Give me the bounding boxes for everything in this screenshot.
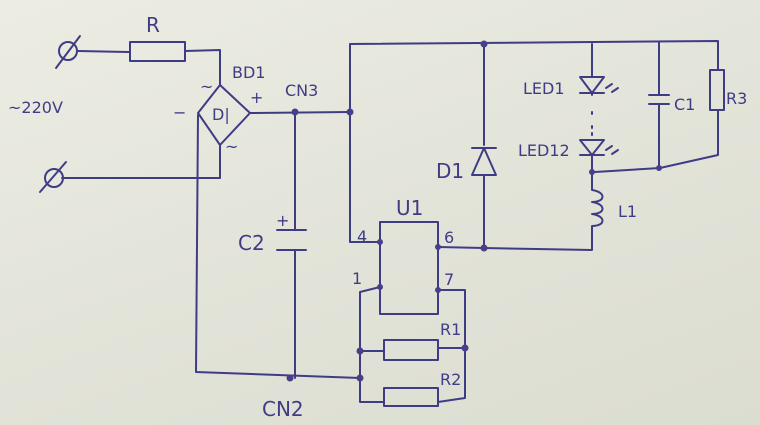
label-c1: C1 <box>674 95 695 114</box>
label-bridge-minus: − <box>173 103 186 122</box>
label-led1: LED1 <box>523 79 565 98</box>
ic-u1 <box>379 221 439 315</box>
label-bridge-ac2: ~ <box>225 137 238 156</box>
label-d1: D1 <box>436 159 464 183</box>
inductor-l1 <box>482 154 604 251</box>
label-led12: LED12 <box>518 141 570 160</box>
capacitor-c2 <box>276 111 307 379</box>
capacitor-c1 <box>648 41 670 169</box>
ac-terminal-top <box>55 35 81 69</box>
resistor-r1 <box>383 339 439 361</box>
label-pin4: 4 <box>357 227 367 246</box>
label-l1: L1 <box>618 202 637 221</box>
led1-icon <box>579 76 619 94</box>
label-c2-polarity: + <box>276 211 289 230</box>
wire <box>437 246 485 249</box>
diode-d1 <box>471 43 497 249</box>
wire <box>349 111 381 243</box>
label-r2: R2 <box>440 370 461 389</box>
label-bridge-plus: + <box>250 88 263 107</box>
label-u1: U1 <box>396 196 423 220</box>
label-ac-input: ~220V <box>8 98 63 117</box>
label-bd1: BD1 <box>232 63 265 82</box>
wire <box>77 50 131 53</box>
wire <box>184 49 221 86</box>
wire-top-rail <box>349 40 719 173</box>
label-cn2: CN2 <box>262 397 304 421</box>
label-r1: R1 <box>440 320 461 339</box>
junctions <box>286 40 662 382</box>
resistor-r2 <box>383 387 439 407</box>
label-bridge-symbol: D| <box>212 105 230 124</box>
wire <box>249 111 351 114</box>
label-cn3: CN3 <box>285 81 318 100</box>
wire <box>61 144 221 179</box>
led12-icon <box>579 139 619 156</box>
label-pin6: 6 <box>444 228 454 247</box>
resistor-r <box>129 41 186 62</box>
label-pin1: 1 <box>352 269 362 288</box>
label-pin7: 7 <box>444 270 454 289</box>
wire <box>359 286 466 403</box>
label-r: R <box>146 13 160 37</box>
resistor-r3 <box>709 69 725 111</box>
label-bridge-ac1: ~ <box>200 77 213 96</box>
wire-negative-rail <box>195 114 361 379</box>
label-c2: C2 <box>238 231 265 255</box>
label-r3: R3 <box>726 89 747 108</box>
